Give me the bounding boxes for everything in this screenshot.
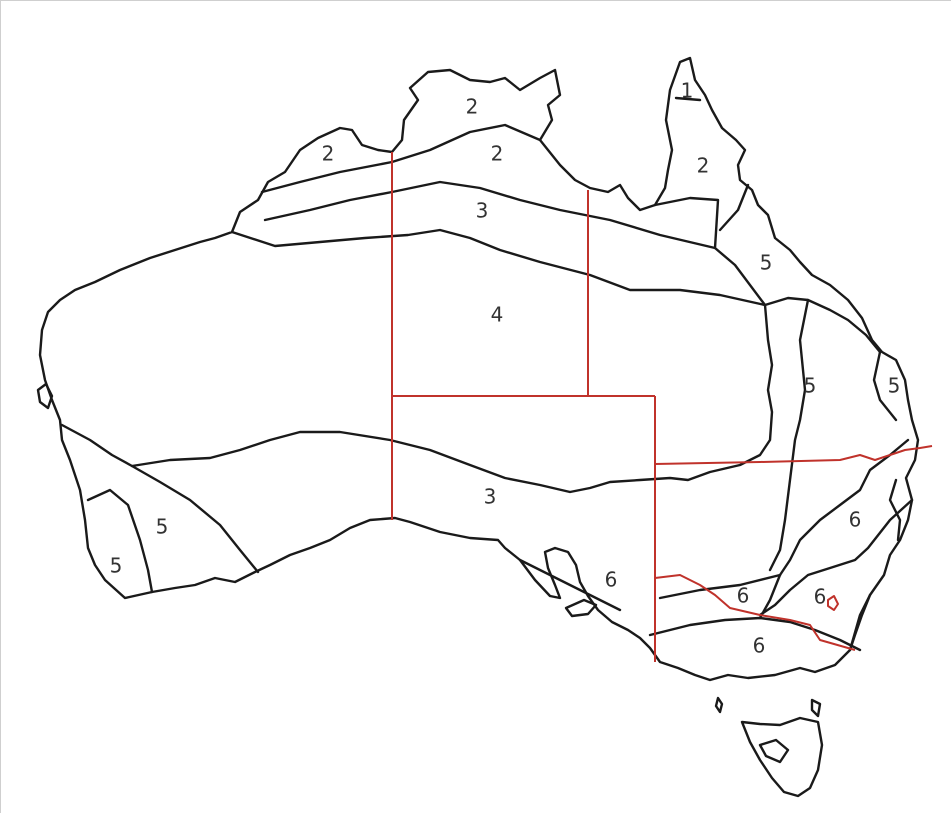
zone-line-nsw-coast [778, 438, 910, 577]
zone-line-vic [648, 616, 862, 652]
zone-label-2-top-end-north: 2 [466, 95, 479, 119]
zone-label-6-nsw-east: 6 [849, 508, 862, 532]
wa-west-island [36, 382, 54, 410]
zone-label-6-nsw-south: 6 [737, 584, 750, 608]
zone-line-wa-south-west [86, 488, 154, 594]
zone-label-6-victoria: 6 [753, 634, 766, 658]
zone-line-central-east [763, 296, 882, 354]
zone-label-3-south: 3 [484, 485, 497, 509]
zone-label-2-qld-north: 2 [697, 154, 710, 178]
zone-line-kimberley-south [260, 160, 394, 194]
zone-label-5-wa-south-west: 5 [110, 554, 123, 578]
flinders-island [810, 698, 822, 718]
zone-line-nsw-south-3 [758, 573, 782, 620]
zone-line-nsw-coast-2 [888, 478, 902, 542]
border-qld-nsw [654, 445, 933, 465]
zone-line-top-end-2 [263, 180, 717, 250]
zone-line-qld-coast-west [718, 183, 750, 232]
mainland-coastline [38, 56, 920, 682]
tasmania-inlet [758, 738, 790, 764]
zone-label-2-kimberley: 2 [322, 142, 335, 166]
zone-label-5-qld-coast: 5 [760, 251, 773, 275]
zone-label-6-nsw-south-east: 6 [814, 585, 827, 609]
zone-label-6-sa-south: 6 [605, 568, 618, 592]
zone-line-top-end-1 [390, 123, 542, 164]
zone-line-nsw-inland [768, 298, 810, 572]
zone-label-5-qld-south-east: 5 [888, 374, 901, 398]
act-outline [827, 595, 839, 611]
zone-line-vic-east [848, 593, 872, 652]
border-nsw-vic [654, 574, 856, 651]
kangaroo-island [564, 598, 598, 618]
zone-line-nsw-south-2 [658, 573, 782, 600]
king-island [714, 696, 724, 714]
zone-label-3-north: 3 [476, 199, 489, 223]
zone-label-4-central: 4 [491, 303, 504, 327]
tasmania-coastline [740, 716, 824, 798]
zone-line-cape-york [674, 96, 702, 102]
zone-line-qld-north [653, 196, 767, 307]
zone-line-qld-inland [130, 303, 774, 494]
zone-line-nsw-south [758, 498, 914, 617]
zone-label-5-qld-inland: 5 [804, 374, 817, 398]
zone-label-2-top-end-south: 2 [491, 142, 504, 166]
zone-label-5-wa-south: 5 [156, 515, 169, 539]
zone-line-north-3-south [230, 228, 767, 307]
zone-line-sa-gulf [518, 558, 622, 612]
zone-line-wa-south [60, 423, 260, 574]
zone-line-qld-se [872, 350, 898, 422]
zone-label-1-cape-york: 1 [681, 79, 694, 103]
